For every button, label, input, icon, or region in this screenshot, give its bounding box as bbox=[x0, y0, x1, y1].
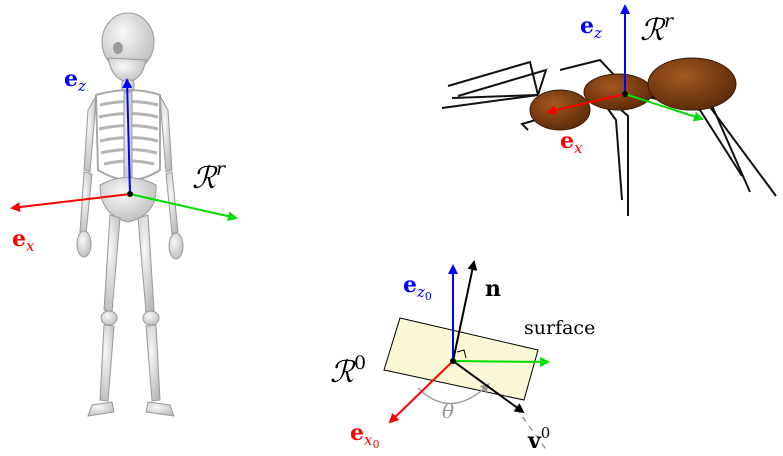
skeleton-origin bbox=[127, 191, 133, 197]
plane-origin bbox=[450, 358, 456, 364]
plane-n-label: n bbox=[485, 276, 501, 302]
plane-ey0-arrow bbox=[453, 361, 548, 362]
skeleton-ez-label: ez bbox=[64, 66, 86, 95]
ant-origin bbox=[622, 91, 628, 97]
ant-ez-label: ez bbox=[580, 13, 602, 42]
skeleton-frame-label: ℛr bbox=[192, 158, 227, 196]
plane-ex0-label: ex0 bbox=[350, 420, 379, 451]
skeleton-ez-sub: z bbox=[77, 77, 86, 95]
ant-thorax bbox=[584, 74, 652, 110]
surface-plane bbox=[384, 318, 538, 400]
plane-ez0-label: ez0 bbox=[403, 272, 432, 303]
theta-label: θ bbox=[442, 399, 454, 423]
ant-ex-label: ex bbox=[560, 128, 583, 157]
ant-ex-sub: x bbox=[574, 139, 583, 157]
ant-abdomen bbox=[648, 58, 736, 110]
skeleton-illustration bbox=[77, 13, 183, 416]
plane-v0-label: v0 bbox=[527, 424, 550, 454]
ant-frame-label: ℛr bbox=[640, 10, 675, 48]
skeleton-ex-sub: x bbox=[26, 237, 35, 255]
skeleton-ex-label: ex bbox=[12, 226, 35, 255]
ant-ez-sub: z bbox=[593, 24, 602, 42]
plane-frame-label: ℛ0 bbox=[330, 352, 366, 390]
surface-label: surface bbox=[524, 317, 595, 339]
ant-illustration bbox=[442, 58, 776, 216]
